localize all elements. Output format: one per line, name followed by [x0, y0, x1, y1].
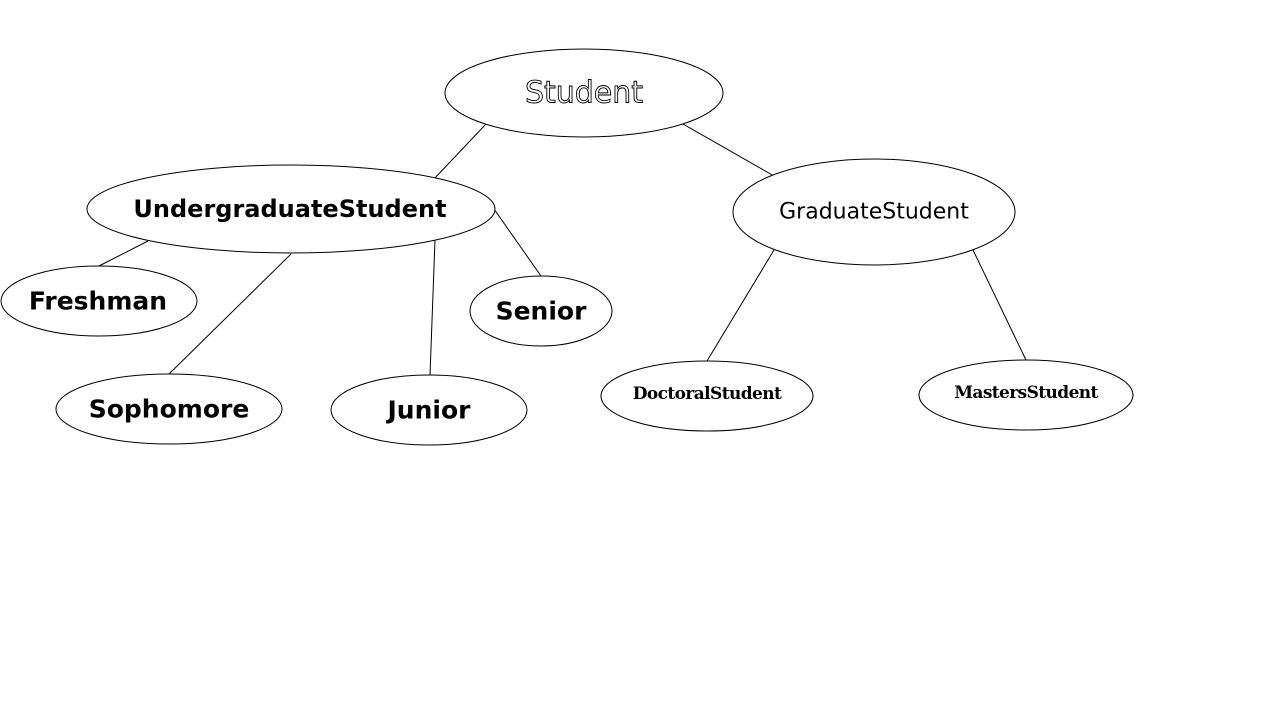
- node-student[interactable]: Student: [444, 48, 724, 138]
- edge-student-undergraduate: [433, 123, 487, 180]
- node-senior-shape: [469, 275, 613, 347]
- edge-undergraduate-senior: [493, 208, 542, 277]
- edge-undergraduate-sophomore: [168, 253, 292, 375]
- node-sophomore-shape: [55, 373, 283, 445]
- edge-undergraduate-junior: [429, 239, 436, 376]
- node-undergraduate-student-shape: [86, 164, 496, 254]
- edges: [98, 123, 1027, 376]
- node-student-label: Student: [525, 76, 643, 111]
- node-doctoral-student[interactable]: DoctoralStudent: [600, 360, 814, 432]
- node-student-shape: [444, 48, 724, 138]
- edge-graduate-doctoral: [706, 249, 775, 362]
- node-doctoral-student-shape: [600, 360, 814, 432]
- node-freshman[interactable]: Freshman: [0, 265, 198, 337]
- node-graduate-student-label: GraduateStudent: [779, 200, 969, 225]
- node-masters-student-label: MastersStudent: [954, 383, 1098, 403]
- node-freshman-label: Freshman: [29, 287, 167, 316]
- node-sophomore-label: Sophomore: [89, 395, 250, 424]
- node-freshman-shape: [0, 265, 198, 337]
- node-graduate-student[interactable]: GraduateStudent: [732, 158, 1016, 266]
- node-graduate-student-shape: [732, 158, 1016, 266]
- node-senior-label: Senior: [496, 297, 588, 326]
- node-junior-shape: [330, 374, 528, 446]
- edge-student-graduate: [682, 123, 775, 177]
- node-undergraduate-student[interactable]: UndergraduateStudent: [86, 164, 496, 254]
- edge-graduate-masters: [972, 249, 1027, 361]
- node-doctoral-student-label: DoctoralStudent: [633, 384, 782, 404]
- node-junior[interactable]: Junior: [330, 374, 528, 446]
- node-sophomore[interactable]: Sophomore: [55, 373, 283, 445]
- edge-undergraduate-freshman: [98, 240, 149, 267]
- node-masters-student-shape: [918, 359, 1134, 431]
- node-junior-label: Junior: [386, 396, 472, 425]
- node-senior[interactable]: Senior: [469, 275, 613, 347]
- node-masters-student[interactable]: MastersStudent: [918, 359, 1134, 431]
- node-undergraduate-student-label: UndergraduateStudent: [133, 195, 446, 223]
